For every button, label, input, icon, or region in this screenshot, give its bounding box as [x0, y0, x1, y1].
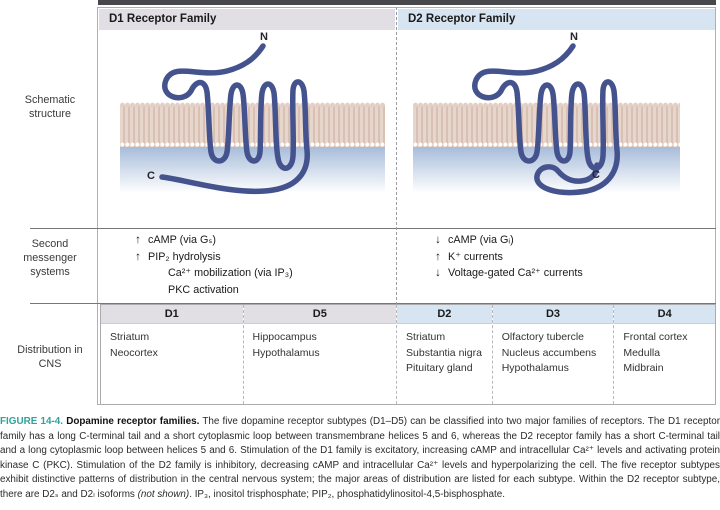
distribution-column-d3: D3 Olfactory tubercle Nucleus accumbens …: [491, 305, 614, 404]
d2-cytosol-gradient: [413, 147, 680, 193]
receptor-curve: [472, 43, 620, 196]
column-header: D4: [614, 305, 715, 324]
messenger-text: cAMP (via Gᵢ): [448, 234, 514, 246]
caption-body: The five dopamine receptor subtypes (D1–…: [0, 416, 720, 500]
region-item: Frontal cortex: [623, 331, 688, 343]
region-item: Nucleus accumbens: [501, 346, 597, 359]
list-item: ↓ cAMP (via Gᵢ): [428, 232, 583, 249]
caption-body: . IP₃, inositol trisphosphate; PIP₂, pho…: [189, 488, 506, 500]
figure-number-label: FIGURE 14-4.: [0, 416, 63, 427]
d1-cytosol-gradient: [120, 147, 385, 193]
list-item: ↑ PIP₂ hydrolysis: [128, 249, 293, 266]
region-item: Hypothalamus: [252, 346, 320, 359]
d2-second-messenger-list: ↓ cAMP (via Gᵢ) ↑ K⁺ currents ↓ Voltage-…: [428, 232, 583, 282]
d1-c-terminus-label: C: [147, 170, 155, 182]
section-divider-line: [30, 228, 716, 229]
list-item: ↑ cAMP (via Gₛ): [128, 232, 293, 249]
region-item: Hypothalamus: [501, 362, 569, 374]
up-arrow-icon: ↑: [135, 234, 141, 246]
down-arrow-icon: ↓: [435, 267, 441, 279]
row-label-schematic-structure: Schematic structure: [24, 94, 76, 120]
messenger-text: cAMP (via Gₛ): [148, 234, 217, 246]
list-item: Ca²⁺ mobilization (via IP₃): [168, 265, 293, 282]
up-arrow-icon: ↑: [435, 250, 441, 263]
up-arrow-icon: ↑: [135, 250, 141, 263]
messenger-text: K⁺ currents: [448, 250, 503, 263]
d1-n-terminus-label: N: [260, 31, 268, 43]
row-label-distribution-cns: Distribution in CNS: [17, 344, 83, 370]
down-arrow-icon: ↓: [435, 234, 441, 246]
column-header: D1: [101, 305, 243, 324]
d1-lipid-membrane: [120, 102, 385, 147]
region-item: Hippocampus: [252, 331, 317, 343]
distribution-table: D1 Striatum Neocortex D5 Hippocampus Hyp…: [100, 304, 716, 405]
list-item: PKC activation: [168, 282, 293, 299]
region-item: Striatum: [406, 331, 446, 343]
region-item: Striatum: [110, 331, 150, 343]
d2-c-terminus-label: C: [592, 169, 600, 181]
list-item: ↑ K⁺ currents: [428, 249, 583, 266]
distribution-column-d5: D5 Hippocampus Hypothalamus: [242, 305, 397, 404]
distribution-column-d2: D2 Striatum Substantia nigra Pituitary g…: [396, 305, 492, 404]
d2-family-header: D2 Receptor Family: [398, 9, 715, 30]
region-item: Midbrain: [623, 362, 664, 374]
messenger-text: PIP₂ hydrolysis: [148, 250, 221, 263]
receptor-curve: [159, 43, 310, 195]
d2-n-terminus-label: N: [570, 31, 578, 43]
figure-title: Dopamine receptor families.: [66, 416, 200, 427]
region-list: Striatum Neocortex: [101, 324, 243, 361]
column-header: D3: [492, 305, 614, 324]
region-item: Olfactory tubercle: [501, 331, 585, 343]
messenger-text: PKC activation: [168, 283, 239, 296]
region-item: Neocortex: [110, 346, 158, 359]
region-item: Pituitary gland: [406, 362, 473, 374]
region-item: Substantia nigra: [406, 346, 482, 359]
d2-receptor-curve: [472, 43, 620, 196]
d1-family-header: D1 Receptor Family: [99, 9, 395, 30]
column-header: D5: [243, 305, 397, 324]
region-item: Medulla: [623, 346, 661, 359]
column-header: D2: [397, 305, 492, 324]
top-crop-bar: [98, 0, 716, 5]
section-divider-line: [30, 303, 716, 304]
region-list: Hippocampus Hypothalamus: [244, 324, 397, 361]
messenger-text: Ca²⁺ mobilization (via IP₃): [168, 267, 293, 279]
d1-second-messenger-list: ↑ cAMP (via Gₛ) ↑ PIP₂ hydrolysis Ca²⁺ m…: [128, 232, 293, 298]
row-label-second-messenger: Second messenger systems: [23, 238, 77, 278]
figure-caption: FIGURE 14-4. Dopamine receptor families.…: [0, 415, 720, 503]
region-list: Frontal cortex Medulla Midbrain: [614, 324, 715, 377]
list-item: ↓ Voltage-gated Ca²⁺ currents: [428, 265, 583, 282]
messenger-text: Voltage-gated Ca²⁺ currents: [448, 267, 583, 279]
distribution-column-d1: D1 Striatum Neocortex: [101, 305, 243, 404]
family-divider-dashed-line: [396, 7, 397, 405]
region-list: Olfactory tubercle Nucleus accumbens Hyp…: [493, 324, 614, 377]
d2-lipid-membrane: [413, 102, 680, 147]
distribution-column-d4: D4 Frontal cortex Medulla Midbrain: [613, 305, 715, 404]
region-list: Striatum Substantia nigra Pituitary glan…: [397, 324, 492, 377]
caption-not-shown: (not shown): [137, 488, 190, 500]
d1-receptor-curve: [159, 43, 310, 195]
